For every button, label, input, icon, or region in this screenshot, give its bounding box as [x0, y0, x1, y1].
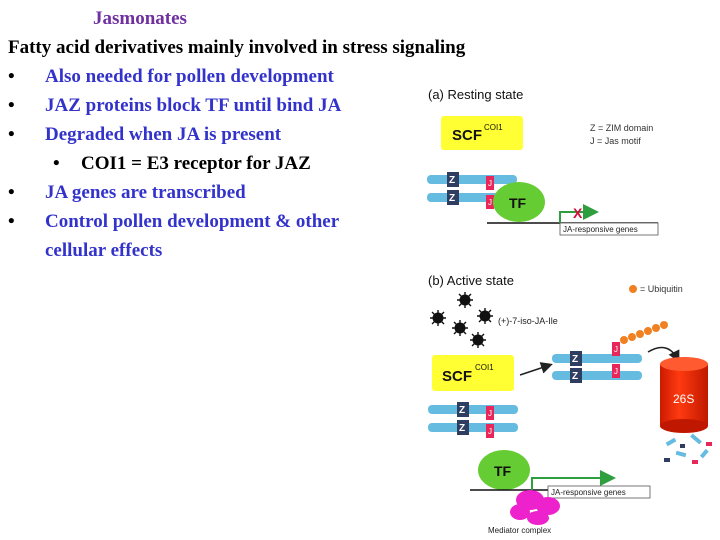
scf-coi1-box	[441, 116, 523, 150]
legend-zim: Z = ZIM domain	[590, 123, 653, 133]
ubiquitin-legend-icon	[629, 285, 637, 293]
svg-text:Z: Z	[449, 193, 455, 204]
bullet-text: COI1 = E3 receptor for JAZ	[81, 153, 311, 174]
panel-a-label: (a) Resting state	[428, 87, 523, 102]
scf-label: SCF	[452, 127, 482, 144]
svg-text:J: J	[614, 367, 618, 376]
svg-text:J: J	[614, 345, 618, 354]
bullet-text: Also needed for pollen development	[45, 66, 334, 87]
svg-text:Z: Z	[572, 354, 578, 365]
blocked-x-mark: X	[573, 205, 583, 221]
bullet-item: • Control pollen development & other	[8, 211, 340, 233]
bullet-item: • JA genes are transcribed	[8, 182, 246, 204]
mediator-label: Mediator complex	[488, 526, 551, 535]
tf-label-b: TF	[494, 463, 512, 479]
bullet-marker: •	[8, 182, 15, 203]
bullet-marker: •	[8, 66, 15, 87]
legend-jas: J = Jas motif	[590, 136, 641, 146]
bullet-continuation: cellular effects	[45, 240, 163, 261]
ligand-label: (+)-7-iso-JA-Ile	[498, 316, 558, 326]
mediator-complex	[510, 490, 560, 525]
proteasome-label: 26S	[673, 392, 694, 406]
svg-text:J: J	[488, 179, 492, 188]
proteasome-26s: 26S	[660, 357, 708, 433]
tf-protein-a	[493, 182, 545, 222]
svg-text:Z: Z	[459, 405, 465, 416]
ja-genes-box-b	[547, 485, 651, 499]
bullet-marker: •	[53, 153, 60, 174]
ubiquitinated-jaz-pair: Z Z J J	[552, 342, 642, 383]
tf-protein-b	[478, 450, 530, 490]
legend-ubiquitin: = Ubiquitin	[640, 284, 683, 294]
panel-b-label: (b) Active state	[428, 273, 514, 288]
coi1-label: COI1	[484, 123, 503, 132]
bullet-text: JAZ proteins block TF until bind JA	[45, 95, 342, 116]
ja-genes-label-b: JA-responsive genes	[551, 488, 626, 497]
jaz-protein-pair-b: Z Z J J	[428, 402, 518, 438]
svg-text:J: J	[488, 409, 492, 418]
bullet-item: • Also needed for pollen development	[8, 66, 334, 88]
bullet-text: Degraded when JA is present	[45, 124, 282, 145]
bullet-item: • JAZ proteins block TF until bind JA	[8, 95, 342, 117]
bullet-marker: •	[8, 95, 15, 116]
bullet-text: JA genes are transcribed	[45, 182, 246, 203]
slide-subtitle: Fatty acid derivatives mainly involved i…	[8, 37, 466, 58]
scf-label-b: SCF	[442, 368, 472, 385]
bullet-text: Control pollen development & other	[45, 211, 340, 232]
sub-bullet-item: • COI1 = E3 receptor for JAZ	[53, 153, 311, 175]
scf-coi1-box-b	[432, 355, 514, 391]
bullet-marker: •	[8, 124, 15, 145]
svg-text:Z: Z	[459, 423, 465, 434]
svg-text:J: J	[488, 198, 492, 207]
ja-genes-label-a: JA-responsive genes	[563, 225, 638, 234]
svg-text:Z: Z	[449, 175, 455, 186]
svg-text:J: J	[488, 427, 492, 436]
bullet-item: • Degraded when JA is present	[8, 124, 282, 146]
tf-label-a: TF	[509, 195, 527, 211]
bullet-marker: •	[8, 211, 15, 232]
slide-title: Jasmonates	[93, 8, 187, 29]
degraded-fragments	[664, 433, 712, 464]
svg-text:Z: Z	[572, 371, 578, 382]
ubiquitin-chain	[620, 321, 668, 344]
coi1-label-b: COI1	[475, 363, 494, 372]
ja-ile-ligand-icons	[430, 292, 493, 348]
ja-genes-box-a	[559, 222, 659, 236]
